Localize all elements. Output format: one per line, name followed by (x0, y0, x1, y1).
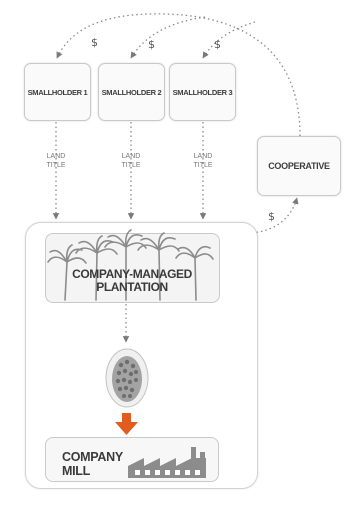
fruit-bunch-icon (105, 348, 149, 408)
mill-title-line-1: COMPANY (62, 450, 123, 464)
payment-label-cooperative: $ (268, 210, 275, 223)
payment-label-1: $ (91, 36, 98, 49)
palm-tree-icon (175, 245, 214, 301)
payment-label-3: $ (214, 38, 221, 51)
land-title-label-1-line-2: TITLE (46, 162, 66, 169)
land-title-label-3: LAND TITLE (189, 152, 217, 170)
mill-title: COMPANY MILL (62, 450, 123, 478)
payment-line-smallholder-1 (56, 13, 301, 137)
land-title-label-3-line-2: TITLE (193, 162, 213, 169)
land-title-label-1-line-1: LAND (46, 153, 66, 160)
payment-line-smallholder-2 (130, 16, 206, 59)
plantation-title-line-1: COMPANY-MANAGED (72, 267, 192, 281)
palm-tree-icon (104, 229, 147, 301)
smallholder-2-node: SMALLHOLDER 2 (98, 63, 165, 121)
smallholder-3-node: SMALLHOLDER 3 (169, 63, 236, 121)
payment-line-smallholder-3 (202, 21, 256, 59)
payment-label-2: $ (148, 38, 155, 51)
land-title-label-2: LAND TITLE (117, 152, 145, 170)
factory-windows (135, 470, 200, 475)
palm-tree-icon (75, 235, 118, 301)
payment-line-cooperative (242, 197, 299, 234)
cooperative-node: COOPERATIVE (257, 136, 341, 196)
plantation-title-line-2: PLANTATION (96, 280, 168, 294)
plantation-title: COMPANY-MANAGED PLANTATION (62, 268, 202, 294)
land-title-label-3-line-1: LAND (193, 153, 213, 160)
land-title-label-2-line-2: TITLE (121, 162, 141, 169)
palm-tree-icon (47, 244, 87, 301)
land-title-label-1: LAND TITLE (42, 152, 70, 170)
smallholder-1-node: SMALLHOLDER 1 (24, 63, 91, 121)
arrow-down-icon (115, 413, 138, 435)
land-title-label-2-line-1: LAND (121, 153, 141, 160)
palm-tree-icon (137, 232, 180, 301)
mill-title-line-2: MILL (62, 464, 90, 478)
